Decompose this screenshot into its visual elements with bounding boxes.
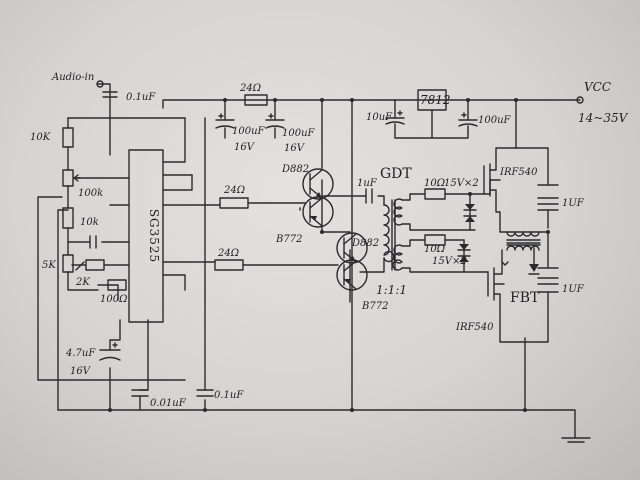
vcc-terminal xyxy=(576,96,584,104)
capacitor-0-1uf-low xyxy=(196,389,214,397)
capacitor-0-1uf-label: 0.1uF xyxy=(214,390,244,401)
capacitor-4-7uf xyxy=(99,342,121,361)
capacitor-100uf-c xyxy=(458,112,478,133)
capacitor-100uf-b xyxy=(265,113,285,139)
resistor-2k xyxy=(85,259,105,271)
zener-low-label: 15V×2 xyxy=(432,256,467,267)
capacitor-4-7uf-voltage: 16V xyxy=(70,366,92,377)
regulator-7812 xyxy=(417,89,447,111)
irf540-low-label: IRF540 xyxy=(455,322,494,333)
capacitor-10uf-label: 10uF xyxy=(366,112,393,123)
potentiometer-5k xyxy=(62,254,85,273)
resistor-24-top-label: 24Ω xyxy=(239,83,261,94)
potentiometer-100k xyxy=(62,169,81,187)
mosfet-irf540-low xyxy=(487,261,505,304)
pot-5k-label: 5K xyxy=(42,260,56,271)
resistor-10-top-label: 10Ω xyxy=(424,178,445,189)
resistor-2k-label: 2K xyxy=(75,277,90,288)
d882-top-label: D882 xyxy=(281,164,309,175)
flyback-transformer xyxy=(501,231,541,275)
capacitor-4-7uf-label: 4.7uF xyxy=(65,348,96,359)
capacitor-100uf-a-label: 100uF xyxy=(232,126,266,137)
gate-drive-transformer xyxy=(383,198,403,271)
timing-capacitor xyxy=(89,235,97,249)
capacitor-100uf-b-voltage: 16V xyxy=(284,143,306,154)
transistor-d882-top xyxy=(302,168,334,200)
capacitor-100uf-a xyxy=(215,113,235,139)
turns-ratio-label: 1:1:1 xyxy=(376,283,407,297)
ic-label: SG3525 xyxy=(147,209,161,263)
mosfet-irf540-top xyxy=(483,159,501,199)
audio-in-terminal xyxy=(96,80,104,88)
pot-100k-label: 100k xyxy=(78,188,103,199)
capacitor-1uf-top-label: 1UF xyxy=(562,198,585,209)
regulator-label: 7812 xyxy=(420,93,451,107)
resistor-10-top xyxy=(424,188,446,200)
audio-in-label: Audio-in xyxy=(51,72,94,83)
zener-pair-low xyxy=(457,244,471,273)
capacitor-100uf-b-label: 100uF xyxy=(282,128,316,139)
capacitor-0-01uf-label: 0.01uF xyxy=(150,398,187,409)
resistor-24-low-label: 24Ω xyxy=(217,248,239,259)
zener-top-label: 15V×2 xyxy=(444,178,479,189)
resistor-24-low xyxy=(214,259,244,271)
gdt-capacitor-label: 1uF xyxy=(357,178,378,189)
irf540-top-label: IRF540 xyxy=(499,167,538,178)
d882-low-label: D882 xyxy=(351,238,379,249)
capacitor-1uf-top xyxy=(537,184,559,211)
resistor-24-mid xyxy=(219,197,249,209)
capacitor-100uf-a-voltage: 16V xyxy=(234,142,256,153)
junction-dots xyxy=(108,98,550,412)
resistor-24-mid-label: 24Ω xyxy=(223,185,245,196)
resistor-10-low-label: 10Ω xyxy=(424,244,445,255)
fbt-label: FBT xyxy=(510,290,540,306)
resistor-100-ohm xyxy=(107,279,127,291)
capacitor-1uf-low xyxy=(537,267,559,293)
resistor-100-label: 100Ω xyxy=(100,294,127,305)
transistor-b772-top xyxy=(302,196,334,228)
resistor-24-top xyxy=(244,94,268,106)
resistor-10k-top-label: 10K xyxy=(30,132,51,143)
gdt-label: GDT xyxy=(380,166,412,182)
resistor-10k-mid xyxy=(62,207,74,229)
transistor-b772-low xyxy=(336,259,368,291)
capacitor-1uf-low-label: 1UF xyxy=(562,284,585,295)
input-capacitor-label: 0.1uF xyxy=(126,92,156,103)
zener-pair-top xyxy=(463,204,477,231)
resistor-10-low xyxy=(424,234,446,246)
vcc-range-label: 14~35V xyxy=(578,111,629,125)
capacitor-0-01uf xyxy=(131,389,149,397)
b772-low-label: B772 xyxy=(361,301,388,312)
input-capacitor xyxy=(102,91,118,98)
capacitor-100uf-c-label: 100uF xyxy=(478,115,512,126)
b772-top-label: B772 xyxy=(275,234,302,245)
gdt-capacitor xyxy=(365,188,373,204)
vcc-label: VCC xyxy=(584,80,611,94)
resistor-10k-top xyxy=(62,127,74,148)
sg3525-chip xyxy=(128,149,164,323)
resistor-10k-mid-label: 10k xyxy=(80,217,99,228)
capacitor-10uf xyxy=(385,110,405,136)
